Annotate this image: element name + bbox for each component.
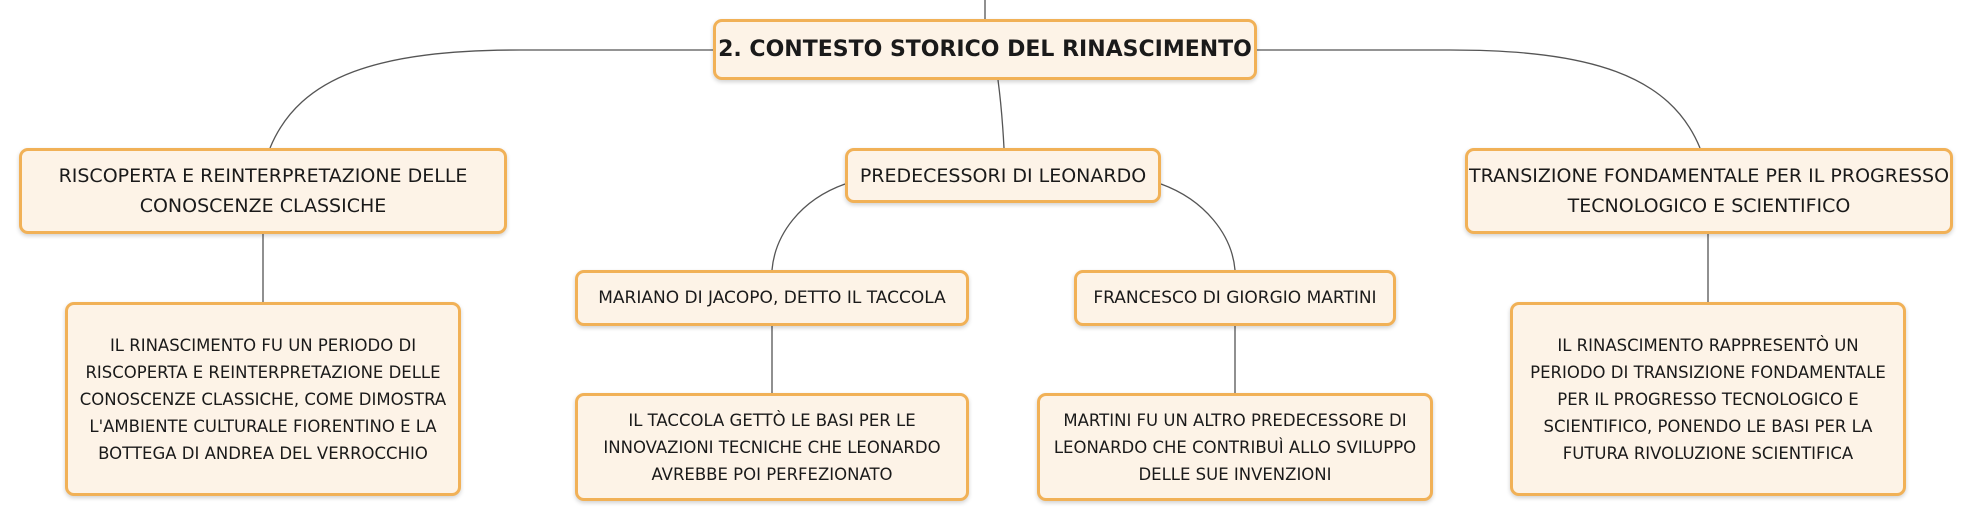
node-francesco-martini-label: FRANCESCO DI GIORGIO MARTINI — [1093, 288, 1377, 308]
node-transizione[interactable]: TRANSIZIONE FONDAMENTALE PER IL PROGRESS… — [1465, 148, 1953, 234]
node-francesco-martini[interactable]: FRANCESCO DI GIORGIO MARTINI — [1074, 270, 1396, 326]
node-riscoperta-label: RISCOPERTA E REINTERPRETAZIONE DELLE CON… — [58, 165, 468, 217]
connector-root-riscoperta — [269, 49, 713, 149]
node-predecessori[interactable]: PREDECESSORI DI LEONARDO — [845, 148, 1161, 203]
node-mariano-taccola[interactable]: MARIANO DI JACOPO, DETTO IL TACCOLA — [575, 270, 969, 326]
node-predecessori-label: PREDECESSORI DI LEONARDO — [859, 164, 1147, 187]
connector-predecessori-martini — [1160, 183, 1236, 271]
root-node[interactable]: 2. CONTESTO STORICO DEL RINASCIMENTO — [713, 19, 1257, 80]
detail-martini-text: MARTINI FU UN ALTRO PREDECESSORE DI LEON… — [1053, 410, 1417, 484]
node-riscoperta[interactable]: RISCOPERTA E REINTERPRETAZIONE DELLE CON… — [19, 148, 507, 234]
node-transizione-label: TRANSIZIONE FONDAMENTALE PER IL PROGRESS… — [1468, 165, 1950, 217]
node-mariano-taccola-label: MARIANO DI JACOPO, DETTO IL TACCOLA — [598, 288, 946, 308]
root-node-label: 2. CONTESTO STORICO DEL RINASCIMENTO — [718, 37, 1252, 62]
detail-riscoperta[interactable]: IL RINASCIMENTO FU UN PERIODO DI RISCOPE… — [65, 302, 461, 496]
detail-transizione[interactable]: IL RINASCIMENTO RAPPRESENTÒ UN PERIODO D… — [1510, 302, 1906, 496]
detail-taccola-text: IL TACCOLA GETTÒ LE BASI PER LE INNOVAZI… — [603, 410, 941, 484]
connector-root-predecessori — [997, 79, 1005, 149]
detail-taccola[interactable]: IL TACCOLA GETTÒ LE BASI PER LE INNOVAZI… — [575, 393, 969, 501]
connector-root-transizione — [1257, 49, 1701, 149]
connector-predecessori-mariano — [771, 183, 846, 271]
detail-martini[interactable]: MARTINI FU UN ALTRO PREDECESSORE DI LEON… — [1037, 393, 1433, 501]
detail-transizione-text: IL RINASCIMENTO RAPPRESENTÒ UN PERIODO D… — [1530, 335, 1886, 463]
detail-riscoperta-text: IL RINASCIMENTO FU UN PERIODO DI RISCOPE… — [79, 335, 447, 463]
